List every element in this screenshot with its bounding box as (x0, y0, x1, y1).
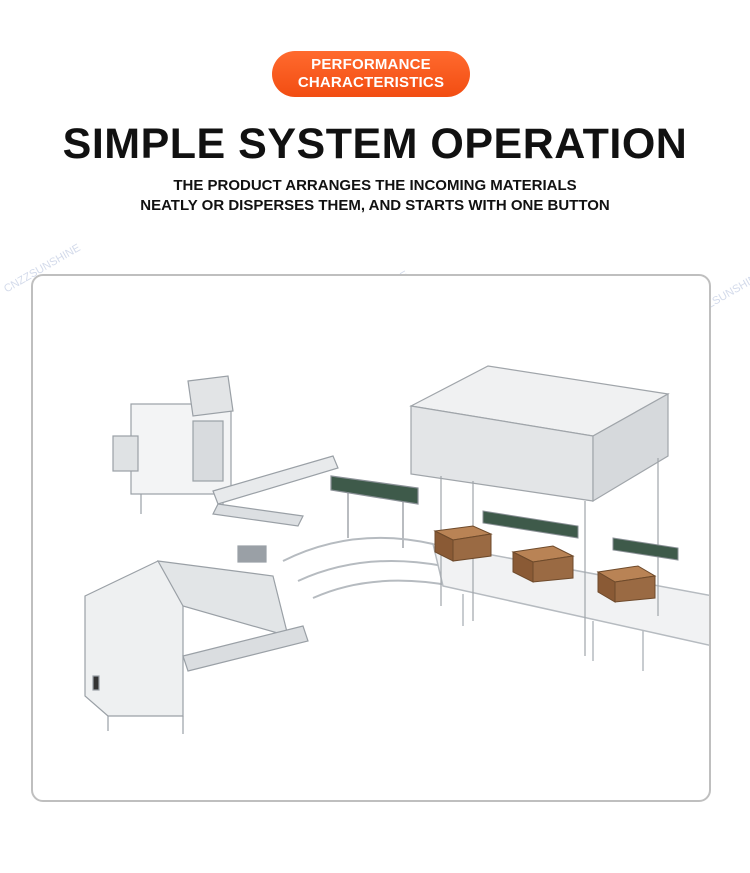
description-line-2: NEATLY OR DISPERSES THEM, AND STARTS WIT… (140, 197, 610, 214)
production-line-illustration (84, 365, 709, 734)
carton-erector (84, 545, 309, 734)
packaging-machine (112, 375, 234, 516)
belt-conveyor-lower (482, 510, 679, 561)
product-image-frame (31, 274, 711, 802)
section-badge: PERFORMANCE CHARACTERISTICS (272, 51, 470, 97)
inclined-conveyor (212, 455, 339, 527)
description-line-1: THE PRODUCT ARRANGES THE INCOMING MATERI… (173, 177, 577, 194)
curved-roller-conveyor (282, 536, 454, 599)
belt-conveyor-upper (330, 475, 419, 548)
badge-line-1: PERFORMANCE (311, 56, 431, 73)
description-text: THE PRODUCT ARRANGES THE INCOMING MATERI… (0, 176, 750, 216)
carton-boxes (433, 525, 657, 603)
palletizer-housing (409, 365, 670, 656)
page-title: SIMPLE SYSTEM OPERATION (62, 120, 688, 168)
badge-line-2: CHARACTERISTICS (297, 74, 445, 91)
